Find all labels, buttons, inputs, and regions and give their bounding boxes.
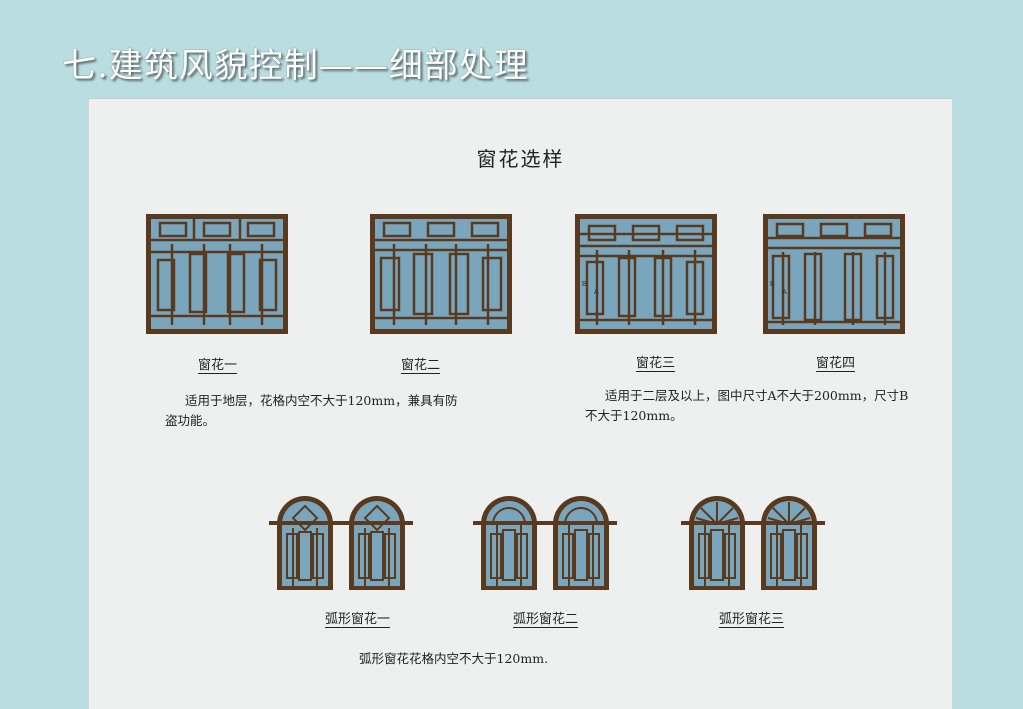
arch-window-pattern-3	[681, 496, 825, 590]
note-upper-floors: 适用于二层及以上，图中尺寸A不大于200mm，尺寸B不大于120mm。	[585, 388, 909, 423]
content-panel: 窗花选样	[88, 98, 952, 709]
arch-window-right	[761, 496, 817, 590]
panel-title: 窗花选样	[476, 147, 565, 171]
window-sill-bar	[681, 521, 825, 525]
note-arch-windows: 弧形窗花花格内空不大于120mm.	[359, 651, 549, 666]
window-pattern-4: B A	[763, 214, 905, 334]
caption-window-2: 窗花二	[401, 358, 441, 373]
dimension-a-label: A	[594, 289, 599, 296]
arch-window-pattern-1	[269, 496, 413, 590]
arch-window-left	[689, 496, 745, 590]
dimension-b-label: B	[770, 281, 775, 288]
arch-window-left	[277, 496, 333, 590]
slide-title: 七.建筑风貌控制——细部处理	[62, 46, 529, 86]
arch-window-right	[553, 496, 609, 590]
window-pattern-2	[370, 214, 512, 334]
arch-window-right	[349, 496, 405, 590]
dimension-b-label: B	[582, 281, 587, 288]
window-pattern-3: B A	[575, 214, 717, 334]
window-pattern-1	[146, 214, 288, 334]
note-ground-floor: 适用于地层，花格内空不大于120mm，兼具有防盗功能。	[165, 393, 458, 428]
caption-arch-window-2: 弧形窗花二	[513, 612, 579, 627]
dimension-a-label: A	[782, 289, 787, 296]
window-sill-bar	[269, 521, 413, 525]
caption-window-1: 窗花一	[198, 358, 238, 373]
caption-arch-window-1: 弧形窗花一	[325, 612, 391, 627]
window-sill-bar	[473, 521, 617, 525]
arch-window-left	[481, 496, 537, 590]
caption-arch-window-3: 弧形窗花三	[719, 612, 785, 627]
caption-window-4: 窗花四	[816, 356, 856, 371]
caption-window-3: 窗花三	[636, 356, 676, 371]
arch-window-pattern-2	[473, 496, 617, 590]
